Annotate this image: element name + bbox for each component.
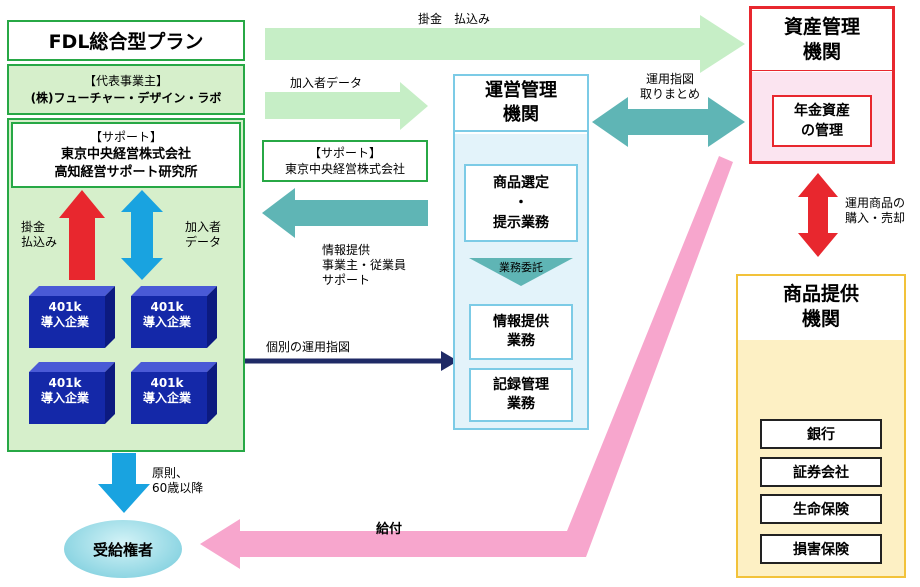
member-data-arrow xyxy=(265,82,428,130)
fdl-support-panel: 【サポート】 東京中央経営株式会社 高知経営サポート研究所 掛金 払込み 加入者… xyxy=(7,118,245,452)
product-selection-box: 商品選定 ・ 提示業務 xyxy=(464,164,578,242)
instruction-label: 個別の運用指図 xyxy=(266,340,351,354)
outsource-label: 業務委託 xyxy=(499,261,543,274)
provider-securities: 証券会社 xyxy=(760,457,882,487)
record-keeping-line2: 業務 xyxy=(507,396,535,412)
pension-assets-line1: 年金資産 xyxy=(794,103,850,119)
beneficiary-ellipse: 受給権者 xyxy=(64,520,182,578)
sponsor-title: 【代表事業主】 xyxy=(83,73,168,88)
middle-support-title: 【サポート】 xyxy=(308,146,381,160)
contribution-label-line1: 掛金 xyxy=(21,220,46,234)
info-label-line2: 事業主・従業員 xyxy=(322,258,407,272)
cube-label-line1: 401k xyxy=(150,300,184,314)
admin-title: 運営管理 機関 xyxy=(455,76,587,132)
support-arrow xyxy=(262,188,428,238)
asset-panel: 資産管理 機関 年金資産 の管理 xyxy=(749,6,895,164)
instruction-arrow xyxy=(441,351,458,371)
cube-label-line2: 導入企業 xyxy=(142,391,191,405)
info-service-box: 情報提供 業務 xyxy=(469,304,573,360)
product-title-line1: 商品提供 xyxy=(782,283,859,305)
product-selection-line1: 商品選定 xyxy=(493,175,549,191)
admin-panel: 運営管理 機関 商品選定 ・ 提示業務 業務委託 情報提供 業務 記録管理 業務 xyxy=(453,74,589,430)
info-label-line3: サポート xyxy=(322,273,371,287)
provider-securities-label: 証券会社 xyxy=(793,465,849,481)
cube-label-line2: 導入企業 xyxy=(142,315,191,329)
info-service-line2: 業務 xyxy=(507,333,535,349)
record-keeping-line1: 記録管理 xyxy=(493,377,549,393)
contribution-label: 掛金 払込み xyxy=(21,220,57,250)
cube-label-line2: 導入企業 xyxy=(40,315,89,329)
payment-flow-arrow xyxy=(265,15,745,73)
outsource-triangle xyxy=(469,258,573,286)
contribution-label-line2: 払込み xyxy=(21,235,58,249)
cube-label-line2: 導入企業 xyxy=(40,391,89,405)
product-title-line2: 機関 xyxy=(801,308,840,330)
middle-support-name: 東京中央経営株式会社 xyxy=(284,162,405,176)
fdl-support-line2: 高知経営サポート研究所 xyxy=(54,165,198,180)
fdl-title-box: FDL総合型プラン xyxy=(7,20,245,61)
cube-label-line1: 401k xyxy=(150,376,184,390)
fdl-title: FDL総合型プラン xyxy=(48,31,204,53)
provider-life-insurance: 生命保険 xyxy=(760,494,882,524)
top-payment-label: 掛金 払込み xyxy=(418,12,491,26)
sponsor-box: 【代表事業主】 (株)フューチャー・デザイン・ラボ xyxy=(7,64,245,115)
admin-title-line2: 機関 xyxy=(503,104,539,125)
benefit-arrow xyxy=(200,156,733,569)
sponsor-name: (株)フューチャー・デザイン・ラボ xyxy=(30,90,222,105)
benefit-label: 給付 xyxy=(376,522,403,537)
provider-nonlife-insurance-label: 損害保険 xyxy=(793,542,849,558)
aggregate-label: 運用指図 取りまとめ xyxy=(640,72,700,102)
join-data-arrow xyxy=(121,190,163,280)
product-title: 商品提供 機関 xyxy=(738,276,904,338)
asset-title-line2: 機関 xyxy=(802,40,841,63)
buy-sell-label-line2: 購入・売却 xyxy=(845,211,906,225)
member-data-label: 加入者データ xyxy=(290,76,363,90)
beneficiary-label: 受給権者 xyxy=(92,540,153,559)
product-selection-line2: ・ xyxy=(514,195,528,211)
record-keeping-box: 記録管理 業務 xyxy=(469,368,573,422)
buy-sell-label: 運用商品の 購入・売却 xyxy=(845,196,905,226)
pension-assets-box: 年金資産 の管理 xyxy=(772,95,872,147)
info-label: 情報提供 事業主・従業員 サポート xyxy=(322,243,406,288)
retirement-arrow xyxy=(98,453,150,513)
asset-title-line1: 資産管理 xyxy=(783,15,860,38)
fdl-support-line1: 東京中央経営株式会社 xyxy=(60,147,191,162)
rule-label: 原則、 60歳以降 xyxy=(152,466,203,496)
buy-sell-arrow xyxy=(798,173,838,257)
admin-title-line1: 運営管理 xyxy=(485,80,557,101)
provider-life-insurance-label: 生命保険 xyxy=(793,502,849,518)
asset-title: 資産管理 機関 xyxy=(752,9,892,71)
aggregate-label-line1: 運用指図 xyxy=(646,72,695,86)
fdl-internal-arrows xyxy=(59,190,163,280)
fdl-support-box: 【サポート】 東京中央経営株式会社 高知経営サポート研究所 xyxy=(11,122,241,188)
product-selection-line3: 提示業務 xyxy=(493,215,549,231)
product-panel: 商品提供 機関 銀行 証券会社 生命保険 損害保険 xyxy=(736,274,906,578)
fdl-support-title: 【サポート】 xyxy=(89,130,162,144)
rule-label-line1: 原則、 xyxy=(152,466,189,480)
join-data-label-line2: データ xyxy=(185,235,222,249)
aggregate-arrow xyxy=(592,97,745,147)
rule-label-line2: 60歳以降 xyxy=(152,481,204,495)
middle-support-box: 【サポート】 東京中央経営株式会社 xyxy=(262,140,428,182)
join-data-label: 加入者 データ xyxy=(185,220,221,250)
info-label-line1: 情報提供 xyxy=(322,243,371,257)
cube-label-line1: 401k xyxy=(48,300,82,314)
provider-nonlife-insurance: 損害保険 xyxy=(760,534,882,564)
cube-label-line1: 401k xyxy=(48,376,82,390)
provider-bank: 銀行 xyxy=(760,419,882,449)
pension-assets-line2: の管理 xyxy=(801,123,843,139)
info-service-line1: 情報提供 xyxy=(493,314,549,330)
buy-sell-label-line1: 運用商品の xyxy=(845,196,906,210)
provider-bank-label: 銀行 xyxy=(807,427,835,443)
aggregate-label-line2: 取りまとめ xyxy=(640,87,701,101)
join-data-label-line1: 加入者 xyxy=(185,220,222,234)
contribution-arrow xyxy=(59,190,105,280)
